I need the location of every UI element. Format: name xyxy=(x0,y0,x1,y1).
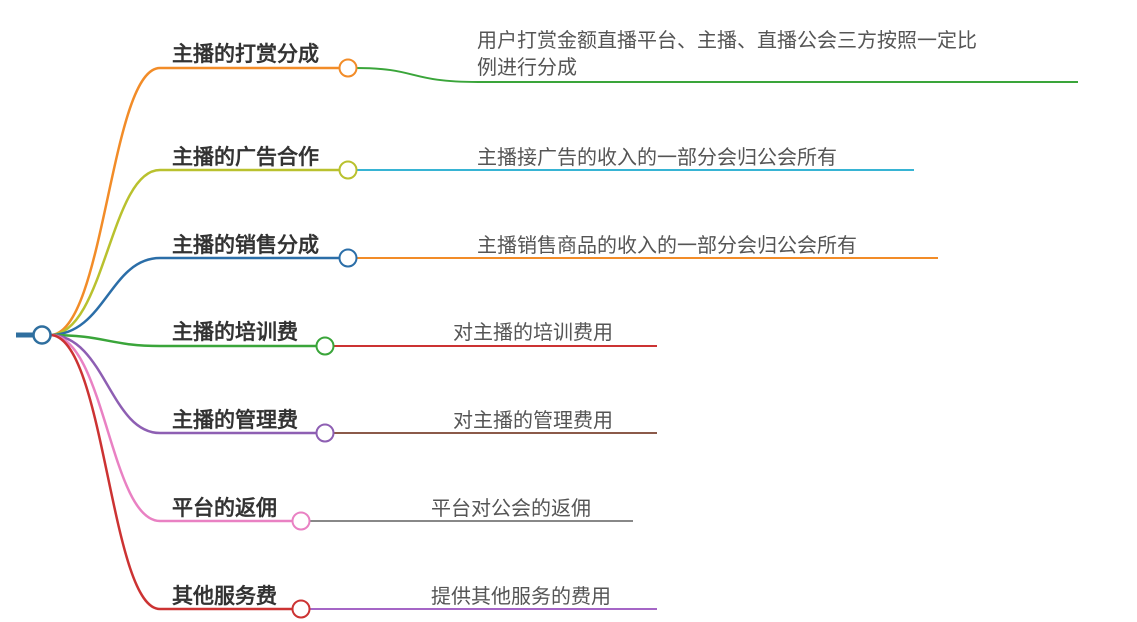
leaf-text-training-fee: 对主播的培训费用 xyxy=(453,319,613,346)
leaf-text-line: 主播销售商品的收入的一部分会归公会所有 xyxy=(477,233,857,257)
branch-connector-tipping-share xyxy=(49,66,340,337)
branch-label-management-fee: 主播的管理费 xyxy=(172,408,298,432)
leaf-text-line: 对主播的培训费用 xyxy=(453,320,613,344)
leaf-text-sales-share: 主播销售商品的收入的一部分会归公会所有 xyxy=(477,232,857,259)
leaf-text-other-service-fee: 提供其他服务的费用 xyxy=(431,583,611,610)
branch-label-platform-rebate: 平台的返佣 xyxy=(172,496,277,520)
leaf-text-line: 主播接广告的收入的一部分会归公会所有 xyxy=(477,145,837,169)
leaf-text-line: 平台对公会的返佣 xyxy=(431,496,591,520)
root-node[interactable] xyxy=(32,325,52,345)
branch-node-other-service-fee[interactable] xyxy=(291,599,311,619)
branch-label-training-fee: 主播的培训费 xyxy=(172,320,298,344)
branch-node-training-fee[interactable] xyxy=(315,336,335,356)
branch-label-sales-share: 主播的销售分成 xyxy=(172,233,319,257)
leaf-text-line: 对主播的管理费用 xyxy=(453,408,613,432)
leaf-text-ad-cooperation: 主播接广告的收入的一部分会归公会所有 xyxy=(477,144,837,171)
branch-connector-ad-cooperation xyxy=(49,168,340,337)
branch-node-ad-cooperation[interactable] xyxy=(338,160,358,180)
branch-label-ad-cooperation: 主播的广告合作 xyxy=(172,145,319,169)
branch-node-platform-rebate[interactable] xyxy=(291,511,311,531)
leaf-text-platform-rebate: 平台对公会的返佣 xyxy=(431,495,591,522)
leaf-text-management-fee: 对主播的管理费用 xyxy=(453,407,613,434)
branch-label-other-service-fee: 其他服务费 xyxy=(172,584,277,608)
leaf-text-line: 例进行分成 xyxy=(477,55,577,79)
branch-connector-platform-rebate xyxy=(49,333,293,523)
branch-node-tipping-share[interactable] xyxy=(338,58,358,78)
branch-connector-management-fee xyxy=(49,333,317,435)
branch-node-sales-share[interactable] xyxy=(338,248,358,268)
leaf-text-tipping-share: 用户打赏金额直播平台、主播、直播公会三方按照一定比 例进行分成 xyxy=(477,27,977,81)
branch-connector-training-fee xyxy=(49,333,317,348)
leaf-text-line: 用户打赏金额直播平台、主播、直播公会三方按照一定比 xyxy=(477,28,977,52)
branch-connector-sales-share xyxy=(49,256,340,337)
leaf-underline-tipping-share xyxy=(355,67,1078,83)
branch-connector-other-service-fee xyxy=(49,333,293,611)
branch-node-management-fee[interactable] xyxy=(315,423,335,443)
branch-label-tipping-share: 主播的打赏分成 xyxy=(172,42,319,66)
leaf-text-line: 提供其他服务的费用 xyxy=(431,584,611,608)
